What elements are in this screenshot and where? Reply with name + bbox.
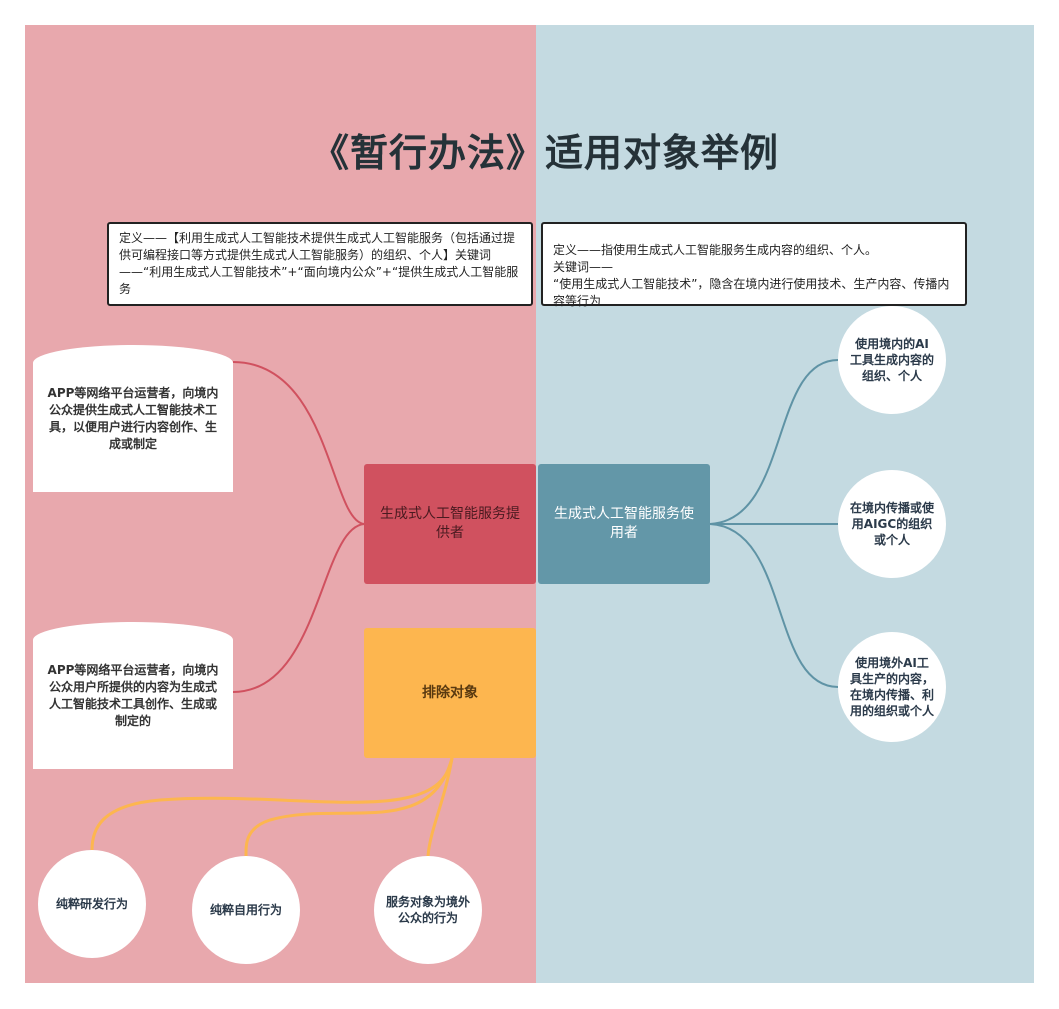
user-example-circle: 使用境外AI工具生产的内容，在境内传播、利用的组织或个人 (838, 632, 946, 742)
connector-user-c1 (709, 359, 839, 525)
exclude-node: 排除对象 (364, 628, 536, 758)
exclusion-circle: 服务对象为境外公众的行为 (374, 856, 482, 964)
user-example-circle: 在境内传播或使用AIGC的组织或个人 (838, 470, 946, 578)
user-definition: 定义——指使用生成式人工智能服务生成内容的组织、个人。 关键词—— “使用生成式… (541, 222, 967, 308)
user-example-circle: 使用境内的AI工具生成内容的组织、个人 (838, 306, 946, 414)
connector-user-c3 (709, 523, 839, 688)
provider-definition: 定义——【利用生成式人工智能技术提供生成式人工智能服务（包括通过提供可编程接口等… (107, 222, 533, 306)
connector-exclude-b1 (90, 757, 454, 851)
provider-example-card: APP等网络平台运营者，向境内公众用户所提供的内容为生成式人工智能技术工具创作、… (33, 622, 233, 769)
exclusion-circle: 纯粹研发行为 (38, 850, 146, 958)
provider-node: 生成式人工智能服务提供者 (364, 464, 536, 584)
user-definition-line: 定义——指使用生成式人工智能服务生成内容的组织、个人。 (553, 243, 878, 257)
provider-example-card: APP等网络平台运营者，向境内公众提供生成式人工智能技术工具，以便用户进行内容创… (33, 345, 233, 492)
user-definition-keyword-label: 关键词—— (553, 260, 614, 274)
connector-exclude-b3 (426, 757, 454, 857)
connector-provider-card1 (232, 361, 365, 525)
user-definition-keywords: “使用生成式人工智能技术”，隐含在境内进行使用技术、生产内容、传播内容等行为 (553, 277, 950, 308)
exclusion-circle: 纯粹自用行为 (192, 856, 300, 964)
page-title: 《暂行办法》适用对象举例 (310, 131, 779, 175)
connector-provider-card2 (232, 523, 365, 693)
connector-exclude-b2 (244, 757, 454, 857)
user-node: 生成式人工智能服务使用者 (538, 464, 710, 584)
